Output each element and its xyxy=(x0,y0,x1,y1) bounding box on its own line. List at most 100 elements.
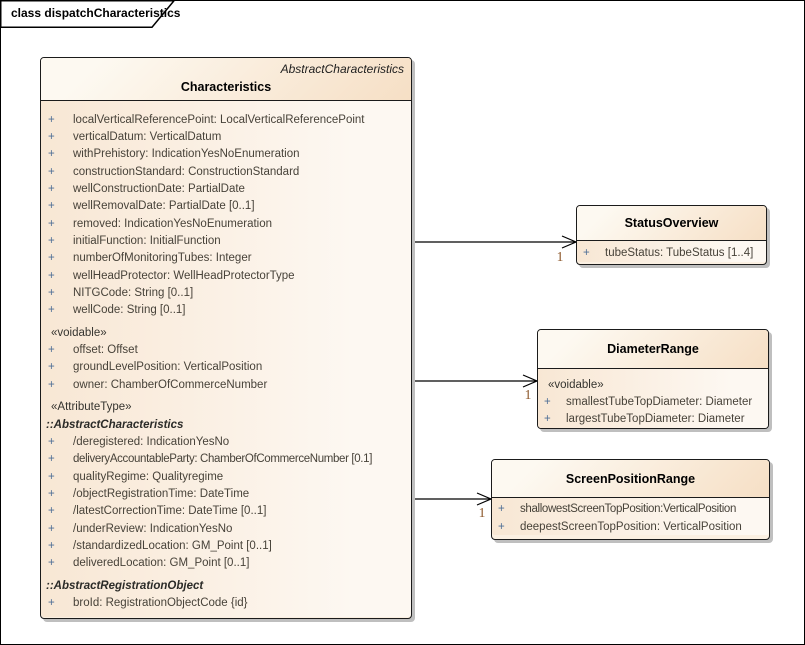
visibility-marker: + xyxy=(48,148,55,161)
inherited-section-label: ::AbstractCharacteristics xyxy=(46,418,184,431)
attribute-text: shallowestScreenTopPosition:VerticalPosi… xyxy=(520,503,737,516)
class-screen-position-range[interactable]: ScreenPositionRange + shallowestScreenTop… xyxy=(491,459,770,540)
attribute-row: + removed: IndicationYesNoEnumeration xyxy=(41,215,411,232)
attribute-text: NITGCode: String [0..1] xyxy=(73,287,194,300)
visibility-marker: + xyxy=(48,470,55,483)
visibility-marker: + xyxy=(48,304,55,317)
attribute-row: + tubeStatus: TubeStatus [1..4] xyxy=(577,245,766,262)
visibility-marker: + xyxy=(48,131,55,144)
attribute-text: /standardizedLocation: GM_Point [0..1] xyxy=(73,539,272,552)
visibility-marker: + xyxy=(48,269,55,282)
visibility-marker: + xyxy=(48,522,55,535)
attribute-row: + deliveredLocation: GM_Point [0..1] xyxy=(41,555,411,572)
class-header: ScreenPositionRange xyxy=(492,460,769,498)
attribute-text: tubeStatus: TubeStatus [1..4] xyxy=(605,247,754,260)
class-name: DiameterRange xyxy=(607,342,699,356)
multiplicity-label: 1 xyxy=(556,249,564,264)
attribute-row: + wellConstructionDate: PartialDate xyxy=(41,180,411,197)
stereotype-section-label: «AttributeType» xyxy=(51,401,132,414)
attribute-text: qualityRegime: Qualityregime xyxy=(73,470,224,483)
attribute-row: + withPrehistory: IndicationYesNoEnumerat… xyxy=(41,146,411,163)
class-name: Characteristics xyxy=(180,80,272,94)
class-status-overview[interactable]: StatusOverview + tubeStatus: TubeStatus [… xyxy=(576,205,767,265)
multiplicity-label: 1 xyxy=(478,505,486,520)
attribute-row: + offset: Offset xyxy=(41,341,411,358)
attribute-text: groundLevelPosition: VerticalPosition xyxy=(73,361,263,374)
multiplicity-label: 1 xyxy=(524,387,532,402)
attribute-row: +constructionStandard: ConstructionStand… xyxy=(41,163,411,180)
attributes-compartment: + shallowestScreenTopPosition:VerticalPos… xyxy=(492,498,769,536)
attribute-text: deliveryAccountableParty: ChamberOfComme… xyxy=(73,453,373,466)
visibility-marker: + xyxy=(544,413,551,426)
attribute-row: + deepestScreenTopPosition: VerticalPosit… xyxy=(492,518,769,535)
attribute-text: largestTubeTopDiameter: Diameter xyxy=(566,413,745,426)
class-name: StatusOverview xyxy=(624,216,719,230)
attribute-text: withPrehistory: IndicationYesNoEnumerati… xyxy=(73,148,300,161)
attribute-text: broId: RegistrationObjectCode {id} xyxy=(73,596,248,609)
visibility-marker: + xyxy=(48,252,55,265)
title-tab-shape-icon xyxy=(0,0,176,28)
visibility-marker: + xyxy=(48,361,55,374)
visibility-marker: + xyxy=(48,200,55,213)
attribute-text: /objectRegistrationTime: DateTime xyxy=(73,487,250,500)
attribute-text: /deregistered: IndicationYesNo xyxy=(73,435,230,448)
attribute-row: +numberOfMonitoringTubes: Integer xyxy=(41,250,411,267)
visibility-marker: + xyxy=(48,453,55,466)
attributes-compartment: «voidable» + smallestTubeTopDiameter: Dia… xyxy=(538,369,768,429)
visibility-marker: + xyxy=(48,217,55,230)
attribute-row: + smallestTubeTopDiameter: Diameter xyxy=(538,393,768,410)
attribute-row: + shallowestScreenTopPosition:VerticalPos… xyxy=(492,501,769,518)
attribute-text: removed: IndicationYesNoEnumeration xyxy=(73,217,273,230)
visibility-marker: + xyxy=(48,378,55,391)
class-header: DiameterRange xyxy=(538,330,768,369)
attribute-row: +/deregistered: IndicationYesNo xyxy=(41,433,411,450)
attribute-text: /underReview: IndicationYesNo xyxy=(73,522,233,535)
visibility-marker: + xyxy=(48,505,55,518)
attribute-row: + broId: RegistrationObjectCode {id} xyxy=(41,594,411,611)
visibility-marker: + xyxy=(498,503,505,516)
visibility-marker: + xyxy=(48,287,55,300)
class-name: ScreenPositionRange xyxy=(565,471,696,486)
attribute-text: wellConstructionDate: PartialDate xyxy=(73,183,245,196)
visibility-marker: + xyxy=(48,344,55,357)
attribute-text: wellHeadProtector: WellHeadProtectorType xyxy=(73,269,295,282)
attribute-row: + qualityRegime: Qualityregime xyxy=(41,468,411,485)
attribute-row: +initialFunction: InitialFunction xyxy=(41,232,411,249)
attribute-row: + groundLevelPosition: VerticalPosition xyxy=(41,359,411,376)
attribute-row: + NITGCode: String [0..1] xyxy=(41,284,411,301)
attribute-row: + /underReview: IndicationYesNo xyxy=(41,520,411,537)
visibility-marker: + xyxy=(48,113,55,126)
attribute-text: deliveredLocation: GM_Point [0..1] xyxy=(73,557,250,570)
attributes-compartment: + localVerticalReferencePoint: LocalVerti… xyxy=(41,101,411,617)
class-header: StatusOverview xyxy=(577,206,766,241)
attribute-row: + localVerticalReferencePoint: LocalVerti… xyxy=(41,111,411,128)
visibility-marker: + xyxy=(498,520,505,533)
attribute-text: deepestScreenTopPosition: VerticalPositi… xyxy=(520,520,742,533)
attribute-row: + wellHeadProtector: WellHeadProtectorTyp… xyxy=(41,267,411,284)
visibility-marker: + xyxy=(48,596,55,609)
stereotype-section-label: «voidable» xyxy=(51,326,107,339)
class-diameter-range[interactable]: DiameterRange «voidable» + smallestTubeTo… xyxy=(537,329,769,429)
attribute-text: offset: Offset xyxy=(73,344,138,357)
inherited-section-label: ::AbstractRegistrationObject xyxy=(46,579,204,592)
visibility-marker: + xyxy=(583,247,590,260)
attribute-text: wellRemovalDate: PartialDate [0..1] xyxy=(73,200,255,213)
visibility-marker: + xyxy=(48,557,55,570)
attribute-row: +wellCode: String [0..1] xyxy=(41,302,411,319)
attribute-row: + owner: ChamberOfCommerceNumber xyxy=(41,376,411,393)
diagram-title-tab: class dispatchCharacteristics xyxy=(0,0,210,30)
class-characteristics[interactable]: AbstractCharacteristics Characteristics … xyxy=(40,57,412,619)
attribute-text: /latestCorrectionTime: DateTime [0..1] xyxy=(73,505,267,518)
class-stereotype: AbstractCharacteristics xyxy=(280,62,404,76)
visibility-marker: + xyxy=(544,396,551,409)
attribute-text: smallestTubeTopDiameter: Diameter xyxy=(566,396,753,409)
visibility-marker: + xyxy=(48,487,55,500)
class-header: AbstractCharacteristics Characteristics xyxy=(41,58,411,101)
attribute-row: + largestTubeTopDiameter: Diameter xyxy=(538,411,768,428)
attribute-text: constructionStandard: ConstructionStanda… xyxy=(73,165,300,178)
visibility-marker: + xyxy=(48,183,55,196)
attribute-text: localVerticalReferencePoint: LocalVertic… xyxy=(73,113,365,126)
stereotype-section-label: «voidable» xyxy=(548,378,604,391)
attribute-text: owner: ChamberOfCommerceNumber xyxy=(73,378,268,391)
